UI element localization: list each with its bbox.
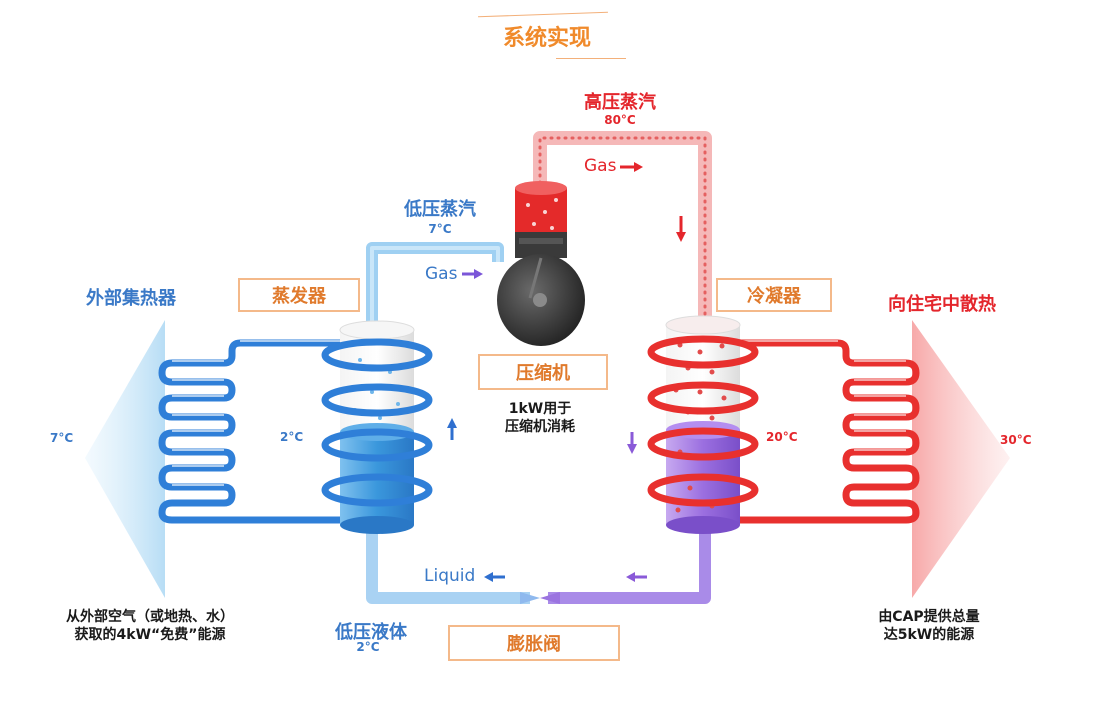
compressor-label: 压缩机 bbox=[478, 354, 608, 390]
outdoor-energy-note: 从外部空气（或地热、水） 获取的4kW“免费”能源 bbox=[40, 608, 260, 644]
low-pressure-vapor-label: 低压蒸汽 bbox=[404, 199, 476, 220]
indoor-temperature: 30°C bbox=[1000, 433, 1032, 447]
arrow-down-icon bbox=[627, 432, 637, 454]
low-pressure-liquid-pipe bbox=[366, 530, 530, 604]
condenser-coil-temperature: 20°C bbox=[766, 430, 798, 444]
compressor-energy-note: 1kW用于 压缩机消耗 bbox=[480, 400, 600, 436]
compressor-energy-note-line: 压缩机消耗 bbox=[505, 419, 575, 435]
title-decoration-line bbox=[556, 58, 626, 59]
gas-label-low: Gas bbox=[425, 264, 458, 284]
outdoor-collector-label: 外部集热器 bbox=[86, 288, 176, 309]
high-pressure-vapor-temperature: 80°C bbox=[604, 113, 636, 127]
arrow-up-icon bbox=[447, 418, 457, 440]
low-pressure-liquid-label: 低压液体 bbox=[335, 622, 407, 643]
gas-label-high: Gas bbox=[584, 156, 617, 176]
condenser-label: 冷凝器 bbox=[716, 278, 832, 312]
arrow-right-icon bbox=[462, 269, 483, 279]
low-pressure-vapor-pipe bbox=[366, 242, 504, 330]
evaporator-spiral bbox=[321, 338, 433, 507]
high-pressure-liquid-pipe bbox=[548, 530, 711, 604]
arrow-left-icon bbox=[626, 572, 647, 582]
condenser-spiral bbox=[647, 335, 759, 507]
expansion-valve-shape bbox=[520, 592, 540, 604]
outdoor-temperature: 7°C bbox=[50, 431, 74, 445]
high-pressure-vapor-label: 高压蒸汽 bbox=[584, 92, 656, 113]
evaporator-coil-temperature: 2°C bbox=[280, 430, 304, 444]
indoor-heat-label: 向住宅中散热 bbox=[888, 294, 996, 315]
indoor-energy-note: 由CAP提供总量 达5kW的能源 bbox=[864, 608, 994, 644]
page-title: 系统实现 bbox=[502, 26, 591, 51]
outdoor-energy-note-line: 从外部空气（或地热、水） bbox=[66, 609, 234, 625]
outdoor-energy-note-line: 获取的4kW“免费”能源 bbox=[74, 627, 226, 643]
arrow-down-icon bbox=[676, 216, 686, 242]
liquid-label: Liquid bbox=[424, 566, 476, 586]
arrow-left-icon bbox=[484, 572, 505, 582]
arrow-right-icon bbox=[620, 162, 643, 172]
low-pressure-liquid-temperature: 2°C bbox=[356, 640, 380, 654]
warm-air-fan bbox=[912, 320, 1010, 598]
condenser-cylinder bbox=[665, 315, 741, 534]
compressor-shape bbox=[497, 181, 585, 346]
indoor-energy-note-line: 达5kW的能源 bbox=[883, 627, 975, 643]
expansion-valve-label: 膨胀阀 bbox=[448, 625, 620, 661]
compressor-energy-note-line: 1kW用于 bbox=[508, 401, 572, 417]
evaporator-label: 蒸发器 bbox=[238, 278, 360, 312]
indoor-energy-note-line: 由CAP提供总量 bbox=[878, 609, 980, 625]
indoor-coil bbox=[734, 339, 920, 524]
low-pressure-vapor-temperature: 7°C bbox=[428, 222, 452, 236]
outdoor-coil bbox=[158, 339, 344, 524]
cold-air-fan bbox=[85, 320, 165, 598]
